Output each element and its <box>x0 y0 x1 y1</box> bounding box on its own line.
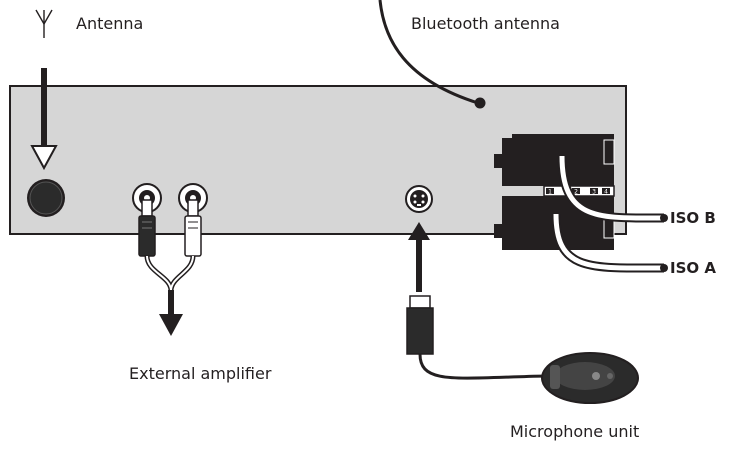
microphone-unit-icon <box>541 352 639 404</box>
iso-pin-2: 2 <box>574 189 578 196</box>
iso-a-cable <box>551 213 668 273</box>
bluetooth-antenna-mount <box>474 97 486 109</box>
iso-pin-3: 3 <box>592 189 596 196</box>
iso-b-label: ISO B <box>670 209 716 227</box>
microphone-unit-label: Microphone unit <box>510 422 640 441</box>
iso-pin-strip: 1 2 3 4 <box>543 185 615 197</box>
antenna-label: Antenna <box>76 14 144 33</box>
iso-a-label: ISO A <box>670 259 716 277</box>
rca-plug-right <box>184 199 202 257</box>
microphone-plug <box>406 295 434 355</box>
amplifier-arrow-icon <box>159 290 183 336</box>
rca-y-cable-inner <box>146 255 194 291</box>
microphone-cable <box>418 353 546 380</box>
antenna-arrow-icon <box>30 68 58 171</box>
iso-b-cable <box>557 155 668 223</box>
iso-pin-4: 4 <box>604 189 608 196</box>
iso-pin-1: 1 <box>548 189 552 196</box>
rca-plug-left <box>138 199 156 257</box>
microphone-socket <box>405 185 433 213</box>
microphone-arrow-icon <box>408 222 430 292</box>
antenna-symbol-icon <box>35 9 53 38</box>
bluetooth-antenna-wire <box>378 0 479 105</box>
bluetooth-antenna-label: Bluetooth antenna <box>411 14 560 33</box>
antenna-socket <box>27 179 65 217</box>
external-amplifier-label: External amplifier <box>129 364 272 383</box>
iso-connector-b <box>494 134 615 186</box>
